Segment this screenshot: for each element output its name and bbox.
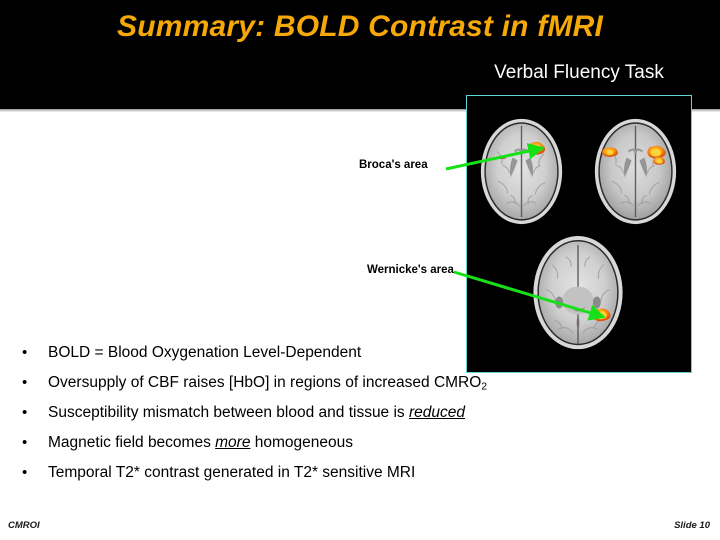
list-item: • Temporal T2* contrast generated in T2*… xyxy=(18,464,658,494)
emphasis-reduced: reduced xyxy=(409,404,466,421)
list-item: • Susceptibility mismatch between blood … xyxy=(18,404,658,434)
bullet-marker-icon: • xyxy=(22,404,28,421)
footer-organization: CMROI xyxy=(8,520,40,531)
subscript-2: 2 xyxy=(481,380,488,393)
header-band xyxy=(0,0,720,109)
header-divider-rule xyxy=(0,109,720,112)
fmri-figure-panel xyxy=(466,95,692,373)
bullet-marker-icon: • xyxy=(22,374,28,391)
bullet-text-2: Oversupply of CBF raises [HbO] in region… xyxy=(48,374,488,393)
bullet-text-1: BOLD = Blood Oxygenation Level-Dependent xyxy=(48,344,362,361)
page-title: Summary: BOLD Contrast in fMRI xyxy=(116,10,604,43)
wernicke-area-label: Wernicke's area xyxy=(367,264,454,276)
brain-slice-top-right xyxy=(594,118,677,225)
emphasis-more: more xyxy=(215,434,251,451)
bullet-marker-icon: • xyxy=(22,464,28,481)
bullet-marker-icon: • xyxy=(22,434,28,451)
bullet-list: • BOLD = Blood Oxygenation Level-Depende… xyxy=(18,344,658,494)
list-item: • Oversupply of CBF raises [HbO] in regi… xyxy=(18,374,658,404)
list-item: • BOLD = Blood Oxygenation Level-Depende… xyxy=(18,344,658,374)
footer-slide-number: Slide 10 xyxy=(674,520,710,531)
brain-slice-bottom xyxy=(533,235,623,350)
brain-slice-top-left xyxy=(480,118,563,225)
bullet-text-4: Magnetic field becomes more homogeneous xyxy=(48,434,354,451)
list-item: • Magnetic field becomes more homogeneou… xyxy=(18,434,658,464)
bullet-text-3: Susceptibility mismatch between blood an… xyxy=(48,404,466,421)
fmri-brain-slices-image xyxy=(467,96,691,372)
figure-caption: Verbal Fluency Task xyxy=(494,62,664,83)
activation-blob-right-cluster xyxy=(647,145,666,165)
bullet-marker-icon: • xyxy=(22,344,28,361)
activation-blob-left-insula xyxy=(601,147,618,157)
bullet-text-5: Temporal T2* contrast generated in T2* s… xyxy=(48,464,416,481)
activation-blob-wernicke xyxy=(591,308,611,322)
broca-area-label: Broca's area xyxy=(359,159,428,171)
